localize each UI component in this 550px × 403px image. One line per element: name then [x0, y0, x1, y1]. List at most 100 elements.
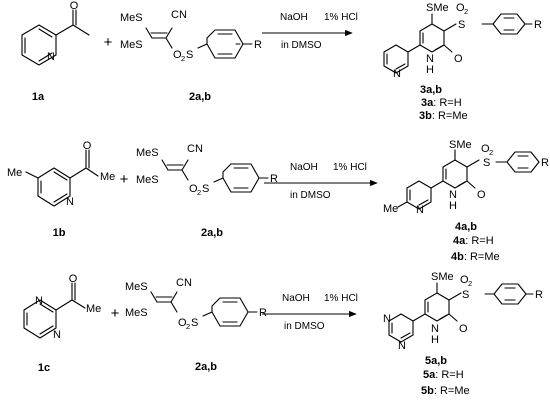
methylthio-label: SMe: [449, 139, 472, 151]
sulfonyl-s-label: S: [202, 183, 209, 195]
nh-hydrogen-label: H: [431, 334, 439, 346]
condition-base: NaOH: [290, 162, 318, 173]
sulfonyl-two-label: 2: [197, 188, 201, 197]
compound-label-reagent: 2a,b: [201, 227, 223, 239]
aryl-r-label: R: [270, 173, 278, 185]
sulfonyl-s-label: S: [483, 157, 490, 169]
plus-sign: +: [104, 34, 113, 51]
methyl-label: Me: [86, 303, 101, 315]
carbonyl-oxygen-label: O: [69, 273, 78, 285]
compound-label-1a: 1a: [32, 91, 45, 103]
reagent-2-structure: [150, 291, 258, 327]
methylthio-label: MeS: [120, 39, 143, 51]
ring-nitrogen-label: N: [398, 340, 406, 352]
aryl-r-label: R: [541, 157, 549, 169]
plus-sign: +: [120, 171, 129, 188]
compound-label-reagent: 2a,b: [195, 361, 217, 373]
compound-label-1c: 1c: [38, 362, 50, 374]
ring-nitrogen-label: N: [383, 313, 391, 325]
condition-acid: 1% HCl: [324, 293, 358, 304]
cyano-label: CN: [171, 9, 187, 21]
ring-nitrogen-label: N: [449, 189, 457, 201]
ring-nitrogen-label: N: [393, 68, 401, 80]
sulfonyl-o-label: O: [460, 274, 469, 286]
reaction-row-1: N O 1a + MeS MeS CN O 2 S R 2a,b NaOH in…: [21, 0, 542, 122]
methylthio-label: MeS: [125, 281, 148, 293]
variant-3b: 3b: R=Me: [419, 110, 468, 122]
ketone-1a-structure: [21, 9, 90, 66]
condition-acid: 1% HCl: [333, 162, 367, 173]
sulfonyl-o-label: O: [173, 49, 182, 61]
sulfonyl-s-label: S: [186, 49, 193, 61]
plus-sign: +: [111, 305, 120, 322]
cyano-label: CN: [187, 143, 203, 155]
sulfonyl-o-label: O: [178, 317, 187, 329]
sulfonyl-two-label: 2: [489, 148, 493, 157]
ketone-1c-structure: [23, 282, 86, 339]
sulfonyl-s-label: S: [458, 19, 465, 31]
ring-nitrogen-label: N: [35, 295, 43, 307]
condition-base: NaOH: [282, 293, 310, 304]
methylthio-label: MeS: [125, 307, 148, 319]
methylthio-label: MeS: [120, 12, 143, 24]
sulfonyl-o-label: O: [481, 143, 490, 155]
sulfonyl-s-label: S: [462, 289, 469, 301]
ring-nitrogen-label: N: [53, 329, 61, 341]
sulfonyl-two-label: 2: [464, 7, 468, 16]
condition-acid: 1% HCl: [324, 12, 358, 23]
nh-hydrogen-label: H: [426, 64, 434, 76]
methylthio-label: SMe: [431, 271, 454, 283]
compound-label-5ab: 5a,b: [425, 355, 447, 367]
compound-label-reagent: 2a,b: [189, 91, 211, 103]
sulfonyl-o-label: O: [456, 2, 465, 14]
sulfonyl-s-label: S: [191, 317, 198, 329]
product-5-structure: [388, 282, 534, 343]
sulfonyl-o-label: O: [189, 183, 198, 195]
nh-hydrogen-label: H: [449, 200, 457, 212]
sulfonyl-two-label: 2: [468, 279, 472, 288]
ring-nitrogen-label: N: [426, 53, 434, 65]
compound-label-4ab: 4a,b: [455, 221, 477, 233]
cyano-label: CN: [176, 277, 192, 289]
condition-solvent: in DMSO: [281, 40, 322, 51]
carbonyl-oxygen-label: O: [454, 53, 463, 65]
ring-nitrogen-label: N: [416, 204, 424, 216]
carbonyl-oxygen-label: O: [83, 140, 92, 152]
ketone-1b-structure: [25, 149, 99, 207]
aryl-r-label: R: [535, 289, 543, 301]
ring-nitrogen-label: N: [431, 323, 439, 335]
methyl-label: Me: [383, 203, 398, 215]
variant-5a: 5a: R=H: [423, 369, 464, 381]
methylthio-label: SMe: [426, 2, 449, 14]
methyl-label: Me: [7, 167, 22, 179]
methylthio-label: MeS: [136, 174, 159, 186]
variant-4b: 4b: R=Me: [451, 251, 500, 263]
reagent-2-structure: [161, 159, 269, 193]
product-3-structure: [383, 13, 533, 74]
variant-5b: 5b: R=Me: [421, 385, 470, 397]
carbonyl-oxygen-label: O: [70, 0, 79, 12]
compound-label-1b: 1b: [53, 227, 66, 239]
reagent-2-structure: [145, 27, 253, 59]
aryl-r-label: R: [254, 39, 262, 51]
condition-base: NaOH: [280, 12, 308, 23]
ring-nitrogen-label: N: [66, 196, 74, 208]
methyl-label: Me: [100, 171, 115, 183]
ring-nitrogen-label: N: [47, 51, 55, 63]
carbonyl-oxygen-label: O: [459, 323, 468, 335]
aryl-r-label: R: [259, 307, 267, 319]
aryl-r-label: R: [534, 19, 542, 31]
variant-3a: 3a: R=H: [421, 97, 462, 109]
condition-solvent: in DMSO: [290, 190, 331, 201]
product-4-structure: [397, 149, 540, 210]
methylthio-label: MeS: [136, 147, 159, 159]
carbonyl-oxygen-label: O: [477, 189, 486, 201]
sulfonyl-two-label: 2: [181, 54, 185, 63]
variant-4a: 4a: R=H: [453, 235, 494, 247]
condition-solvent: in DMSO: [284, 321, 325, 332]
reaction-row-2: Me N O Me 1b + MeS MeS CN O 2 S R 2a,b N…: [7, 139, 549, 263]
sulfonyl-two-label: 2: [186, 322, 190, 331]
compound-label-3ab: 3a,b: [420, 84, 442, 96]
reaction-row-3: N N O Me 1c + MeS MeS CN O 2 S R 2a,b Na…: [23, 271, 543, 397]
